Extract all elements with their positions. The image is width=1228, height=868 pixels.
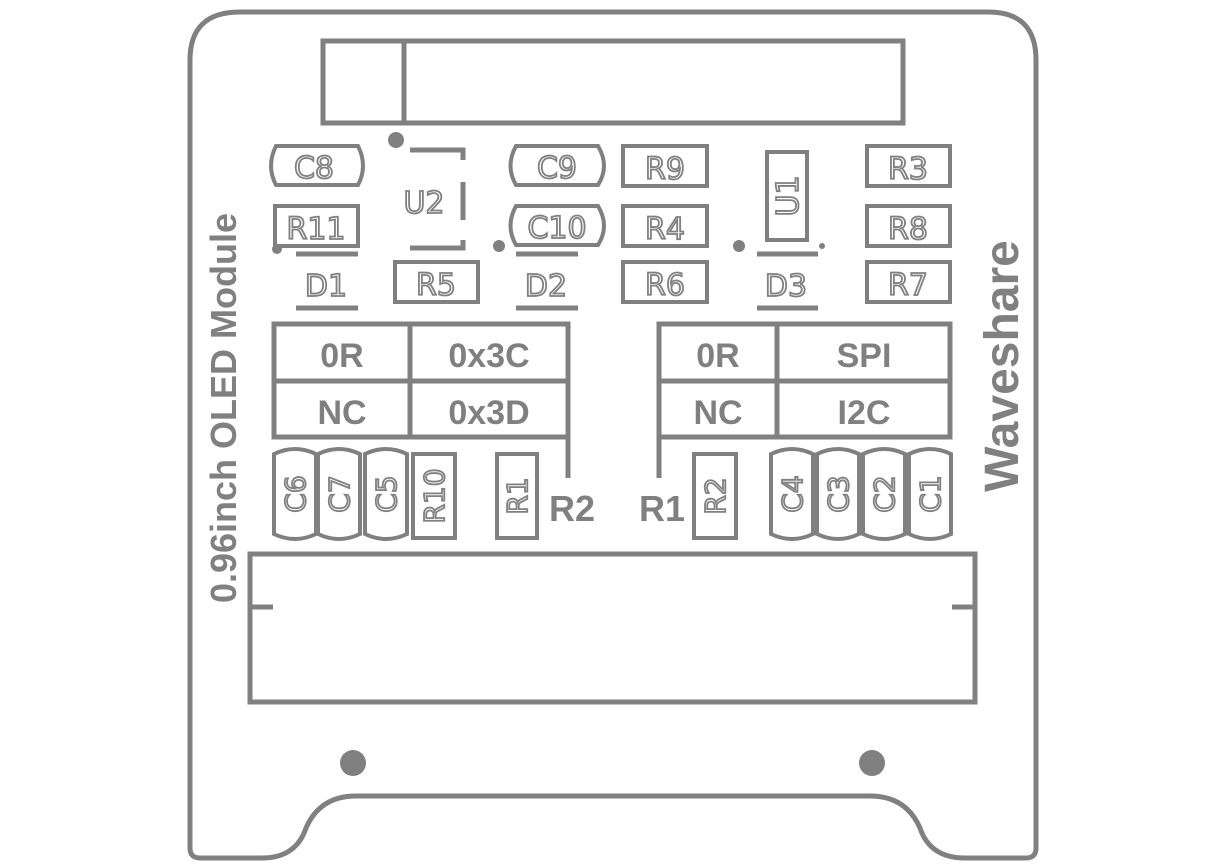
capacitor-c8: C8 xyxy=(269,144,365,187)
mounting-hole-right xyxy=(859,750,885,776)
display-connector xyxy=(247,551,978,705)
address-cell-1-0: NC xyxy=(317,394,366,432)
top-header xyxy=(320,38,906,126)
c8-label: C8 xyxy=(294,151,334,186)
capacitor-c7: C7 xyxy=(316,447,362,541)
r3-label: R3 xyxy=(888,152,928,187)
r8-label: R8 xyxy=(888,212,928,247)
d2-label: D2 xyxy=(525,269,567,304)
d1-label: D1 xyxy=(305,269,347,304)
resistor-r6: R6 xyxy=(621,260,709,304)
interface-table-label: R1 xyxy=(639,488,685,529)
capacitor-c3: C3 xyxy=(815,447,861,541)
r5-label: R5 xyxy=(416,268,456,303)
c5-label: C5 xyxy=(370,475,403,512)
resistor-r9: R9 xyxy=(621,144,709,188)
resistor-r8: R8 xyxy=(865,204,952,248)
interface-cell-1-1: I2C xyxy=(838,394,891,432)
r11-label: R11 xyxy=(286,212,345,247)
brand-name: Waveshare xyxy=(976,240,1029,492)
c10-label: C10 xyxy=(527,211,586,246)
r2-label: R2 xyxy=(699,477,732,514)
board-title: 0.96inch OLED Module xyxy=(203,213,244,603)
c7-label: C7 xyxy=(323,475,356,512)
interface-cell-0-1: SPI xyxy=(837,337,892,375)
address-table-label: R2 xyxy=(549,488,595,529)
c4-label: C4 xyxy=(776,475,809,512)
u1-label: U1 xyxy=(771,175,806,216)
capacitor-c10: C10 xyxy=(493,204,606,252)
diode-d1: D1 xyxy=(296,251,358,311)
capacitor-c9: C9 xyxy=(508,144,606,187)
resistor-r4: R4 xyxy=(621,204,709,248)
chip-u2: U2 xyxy=(388,132,466,251)
resistor-r5: R5 xyxy=(393,260,480,304)
interface-select-table: 0R SPI NC I2C R1 xyxy=(639,321,953,529)
capacitor-c5: C5 xyxy=(363,447,409,541)
diode-d2: D2 xyxy=(516,251,578,311)
resistor-r3: R3 xyxy=(865,144,952,188)
r10-label: R10 xyxy=(418,468,451,523)
r6-label: R6 xyxy=(645,268,685,303)
interface-cell-0-0: 0R xyxy=(696,337,739,375)
address-cell-1-1: 0x3D xyxy=(448,394,529,432)
c9-label: C9 xyxy=(537,151,577,186)
mounting-hole-left xyxy=(340,750,366,776)
diode-d3: D3 xyxy=(757,268,818,311)
capacitor-c1: C1 xyxy=(907,447,953,541)
address-cell-0-1: 0x3C xyxy=(448,337,529,375)
r4-label: R4 xyxy=(645,212,685,247)
resistor-r10: R10 xyxy=(411,452,457,540)
resistor-r11: R11 xyxy=(272,204,360,254)
d3-label: D3 xyxy=(765,269,807,304)
capacitor-c4: C4 xyxy=(769,447,815,541)
address-cell-0-0: 0R xyxy=(320,337,363,375)
r1-label: R1 xyxy=(501,477,534,514)
address-select-table: 0R 0x3C NC 0x3D R2 xyxy=(271,321,595,529)
resistor-r2: R2 xyxy=(692,452,738,540)
r9-label: R9 xyxy=(645,152,685,187)
c2-label: C2 xyxy=(868,475,901,512)
capacitor-c6: C6 xyxy=(272,447,318,541)
c6-label: C6 xyxy=(279,475,312,512)
u2-label: U2 xyxy=(403,186,444,221)
resistor-r1: R1 xyxy=(495,452,539,540)
capacitor-c2: C2 xyxy=(861,447,907,541)
board-outline xyxy=(187,9,1039,861)
c3-label: C3 xyxy=(822,475,855,512)
c1-label: C1 xyxy=(914,475,947,512)
chip-u1: U1 xyxy=(733,150,825,257)
r7-label: R7 xyxy=(888,268,928,303)
resistor-r7: R7 xyxy=(865,260,952,304)
interface-cell-1-0: NC xyxy=(693,394,742,432)
